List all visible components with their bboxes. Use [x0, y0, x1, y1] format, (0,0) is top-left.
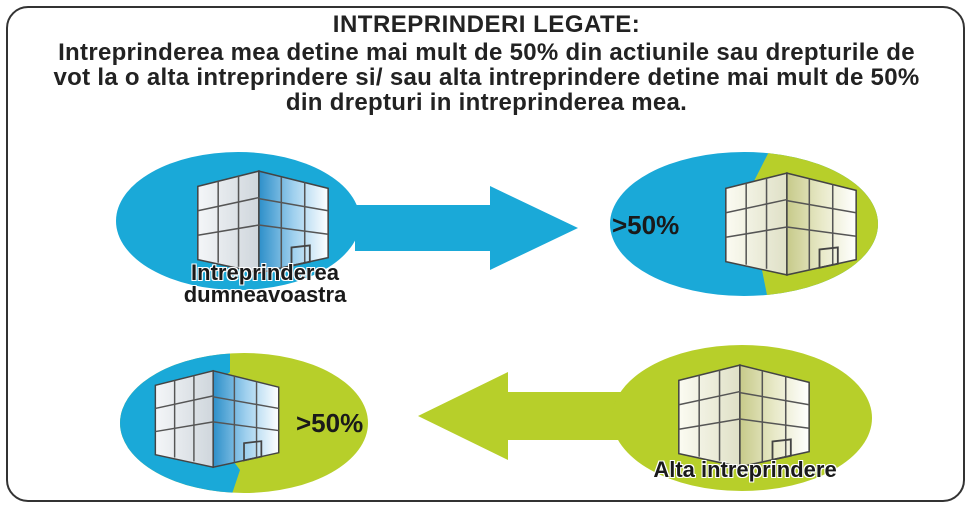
own-company-label: Intreprinderea dumneavoastra: [183, 260, 347, 307]
arrow-left-icon: [418, 372, 632, 460]
diagram-subtitle: Intreprinderea mea detine mai mult de 50…: [53, 39, 920, 116]
other-company-label: Alta intreprindere: [653, 457, 837, 482]
building-icon: [154, 369, 280, 469]
arrow-right-icon: [355, 186, 578, 270]
diagram-title: INTREPRINDERI LEGATE:: [332, 11, 641, 38]
building-icon: [677, 364, 811, 468]
building-icon: [196, 170, 330, 274]
other-company-node: [612, 345, 872, 491]
building-icon: [724, 172, 858, 276]
bottom-left-percent-label: >50%: [296, 408, 364, 438]
own-company-node: [116, 152, 360, 290]
top-right-percent-label: >50%: [612, 210, 680, 240]
